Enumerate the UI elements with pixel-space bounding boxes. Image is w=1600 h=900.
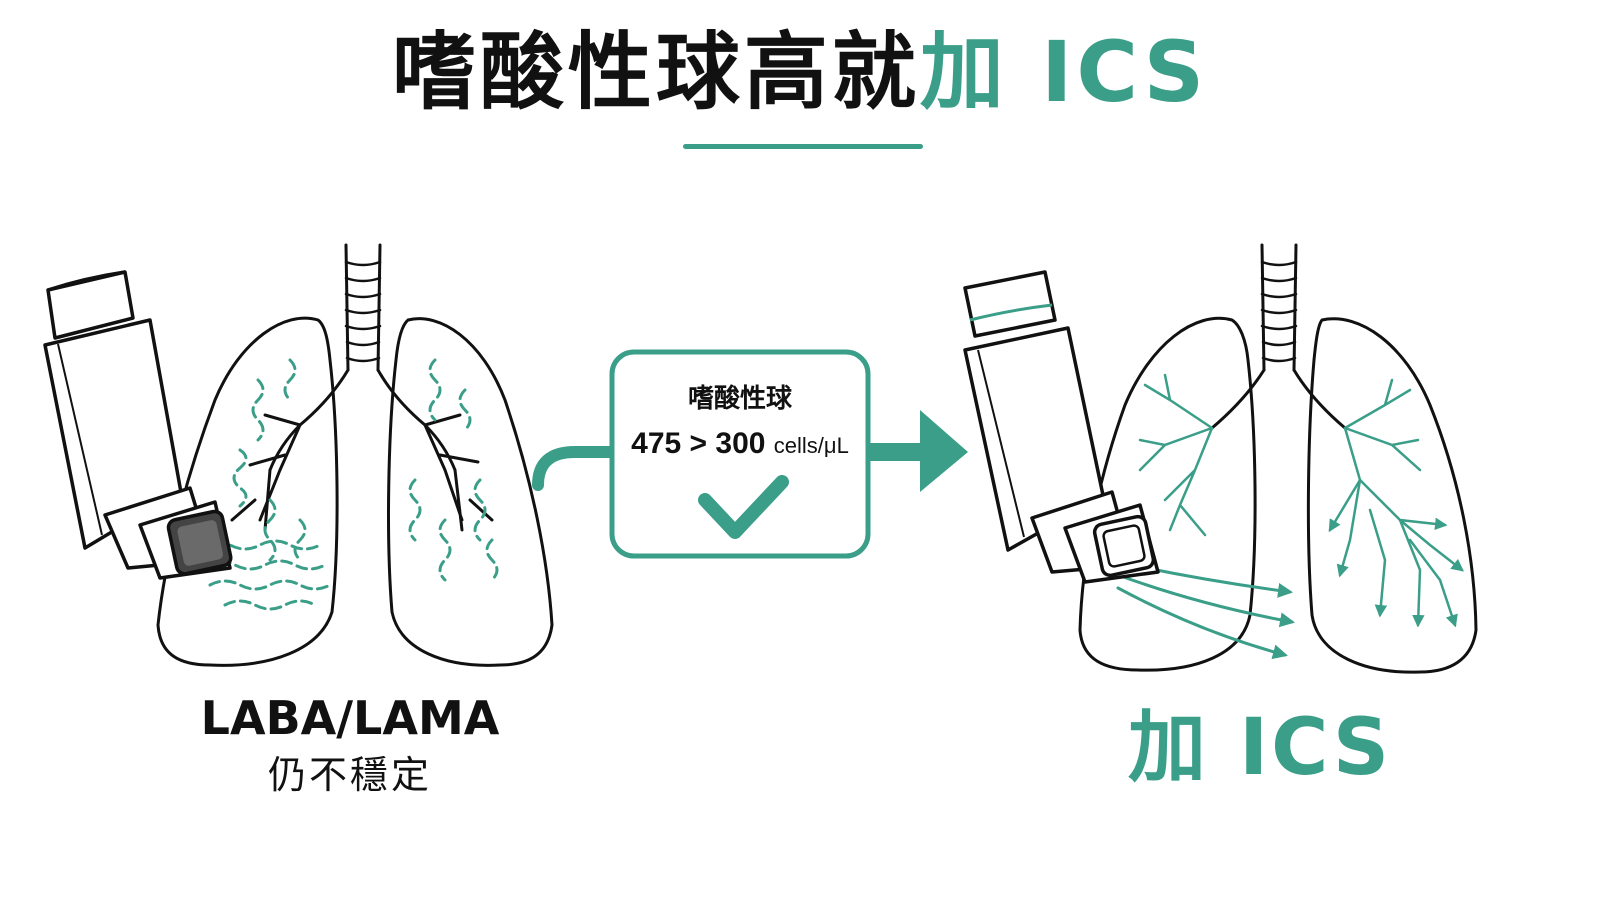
box-title: 嗜酸性球 — [687, 384, 792, 414]
right-label: 加 ICS — [1127, 703, 1393, 793]
checkmark-icon — [698, 475, 789, 539]
right-lungs-icon — [1078, 243, 1478, 674]
clear-airway-branches — [1138, 373, 1464, 628]
flow-connector — [532, 410, 968, 492]
title-main: 嗜酸性球高就 — [391, 23, 920, 121]
left-lungs-icon — [156, 243, 554, 667]
box-value-number: 475 > 300 — [631, 427, 766, 460]
left-sublabel: 仍不穩定 — [267, 753, 432, 797]
title-underline — [683, 144, 923, 149]
left-label: LABA/LAMA — [200, 691, 500, 745]
title-accent: 加 ICS — [919, 23, 1209, 121]
right-inhaler-icon — [963, 270, 1160, 584]
box-value: 475 > 300 cells/μL — [612, 424, 868, 466]
page-title: 嗜酸性球高就加 ICS — [0, 22, 1600, 122]
eosinophil-box — [609, 349, 871, 559]
left-inhaler-icon — [43, 270, 233, 580]
directed-airflow-arrows — [1116, 560, 1295, 660]
box-value-unit: cells/μL — [773, 433, 849, 458]
turbulent-airflow-lines — [198, 358, 499, 611]
